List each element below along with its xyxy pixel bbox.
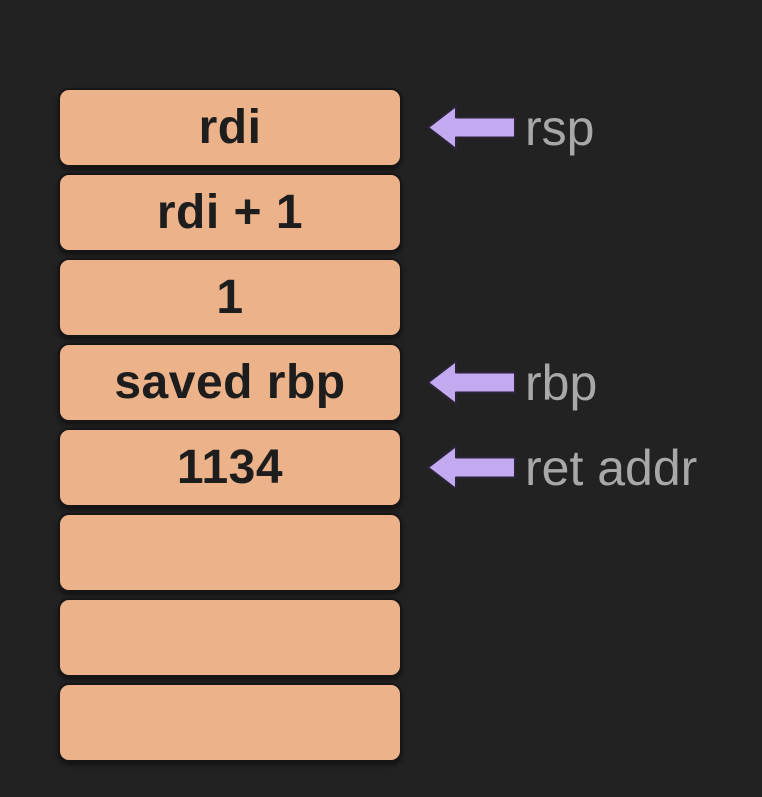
stack-row: rdi rsp xyxy=(58,88,697,167)
stack-cell-rdi-plus-1: rdi + 1 xyxy=(58,173,402,252)
pointer-rsp: rsp xyxy=(427,103,594,153)
stack-row: saved rbp rbp xyxy=(58,343,697,422)
stack-row: 1134 ret addr xyxy=(58,428,697,507)
pointer-label-ret-addr: ret addr xyxy=(525,439,698,496)
stack-cell-rdi: rdi xyxy=(58,88,402,167)
stack-cell-empty xyxy=(58,513,402,592)
stack-cell-ret-addr: 1134 xyxy=(58,428,402,507)
stack-row xyxy=(58,683,697,762)
pointer-rbp: rbp xyxy=(427,358,597,408)
stack-cell-empty xyxy=(58,598,402,677)
stack-row xyxy=(58,598,697,677)
stack-cell-one: 1 xyxy=(58,258,402,337)
stack-row xyxy=(58,513,697,592)
stack-row: 1 xyxy=(58,258,697,337)
stack-row: rdi + 1 xyxy=(58,173,697,252)
left-arrow-icon xyxy=(427,445,516,490)
pointer-label-rbp: rbp xyxy=(525,354,598,411)
stack-cell-saved-rbp: saved rbp xyxy=(58,343,402,422)
left-arrow-icon xyxy=(427,360,516,405)
left-arrow-icon xyxy=(427,105,516,150)
pointer-label-rsp: rsp xyxy=(525,99,595,156)
stack-diagram: rdi rsp rdi + 1 1 saved rbp rbp 1134 ret… xyxy=(58,88,697,768)
pointer-ret-addr: ret addr xyxy=(427,443,697,493)
stack-cell-empty xyxy=(58,683,402,762)
